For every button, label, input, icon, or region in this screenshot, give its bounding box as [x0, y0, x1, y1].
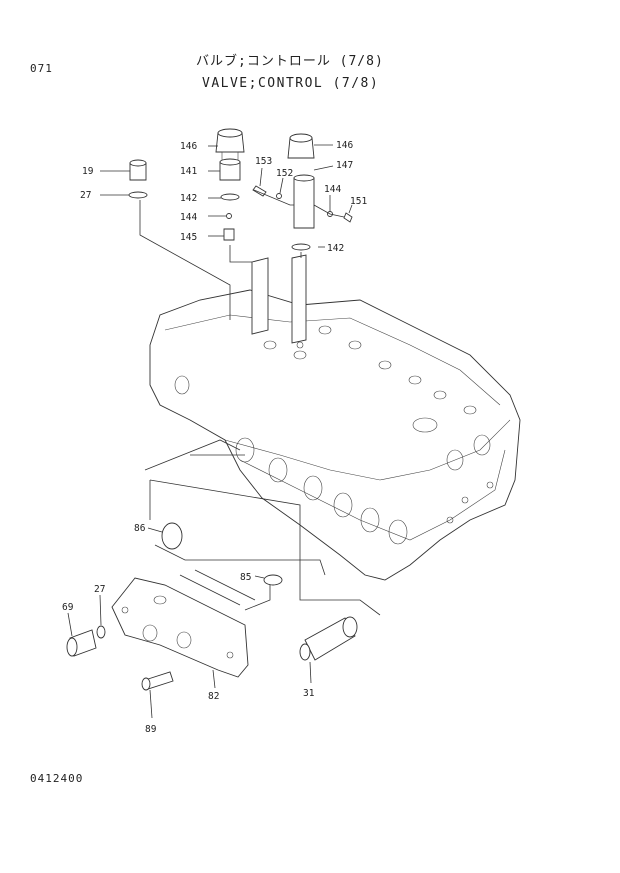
o-ring-27-top — [128, 191, 148, 199]
body-141 — [219, 158, 241, 181]
valve-31 — [299, 616, 358, 661]
o-ring-86 — [161, 522, 183, 550]
callout-19: 19 — [82, 166, 94, 177]
o-ring-85 — [263, 574, 283, 586]
callout-152: 152 — [276, 168, 293, 179]
title-english: VALVE;CONTROL (7/8) — [202, 76, 380, 91]
callout-147: 147 — [336, 160, 353, 171]
callout-27-top: 27 — [80, 190, 91, 201]
callout-144-right: 144 — [324, 184, 341, 195]
callout-89: 89 — [145, 724, 157, 735]
callout-27-bottom: 27 — [94, 584, 105, 595]
callout-146-right: 146 — [336, 140, 353, 151]
ball-144-left — [226, 213, 232, 219]
ball-152 — [276, 193, 282, 199]
plug-19 — [129, 159, 147, 181]
callout-145: 145 — [180, 232, 197, 243]
screw-145 — [223, 228, 235, 241]
o-ring-142-left — [220, 193, 240, 201]
callout-146-left: 146 — [180, 141, 197, 152]
document-code: 0412400 — [30, 772, 84, 785]
body-147 — [293, 174, 315, 229]
plug-146-right — [287, 133, 315, 159]
cover-82 — [111, 577, 249, 678]
plug-146-left — [215, 128, 245, 161]
o-ring-27-bottom — [96, 625, 106, 639]
callout-151: 151 — [350, 196, 367, 207]
title-japanese: バルブ;コントロール (7/8) — [196, 54, 384, 69]
callout-labels: 146 141 142 144 145 19 27 146 147 153 15… — [62, 140, 367, 735]
callout-153: 153 — [255, 156, 272, 167]
callout-31: 31 — [303, 688, 315, 699]
callout-69: 69 — [62, 602, 74, 613]
leader-lines — [67, 144, 381, 719]
callout-142-right: 142 — [327, 243, 344, 254]
callout-86: 86 — [134, 523, 146, 534]
callout-142-left: 142 — [180, 193, 197, 204]
bolt-89 — [141, 671, 174, 691]
callout-82: 82 — [208, 691, 219, 702]
o-ring-142-right — [291, 243, 311, 251]
valve-body — [149, 254, 521, 581]
screw-151 — [343, 212, 353, 223]
callout-85: 85 — [240, 572, 251, 583]
plug-69 — [66, 629, 97, 657]
callout-144-left: 144 — [180, 212, 197, 223]
page-number: 071 — [30, 62, 53, 75]
callout-141: 141 — [180, 166, 197, 177]
